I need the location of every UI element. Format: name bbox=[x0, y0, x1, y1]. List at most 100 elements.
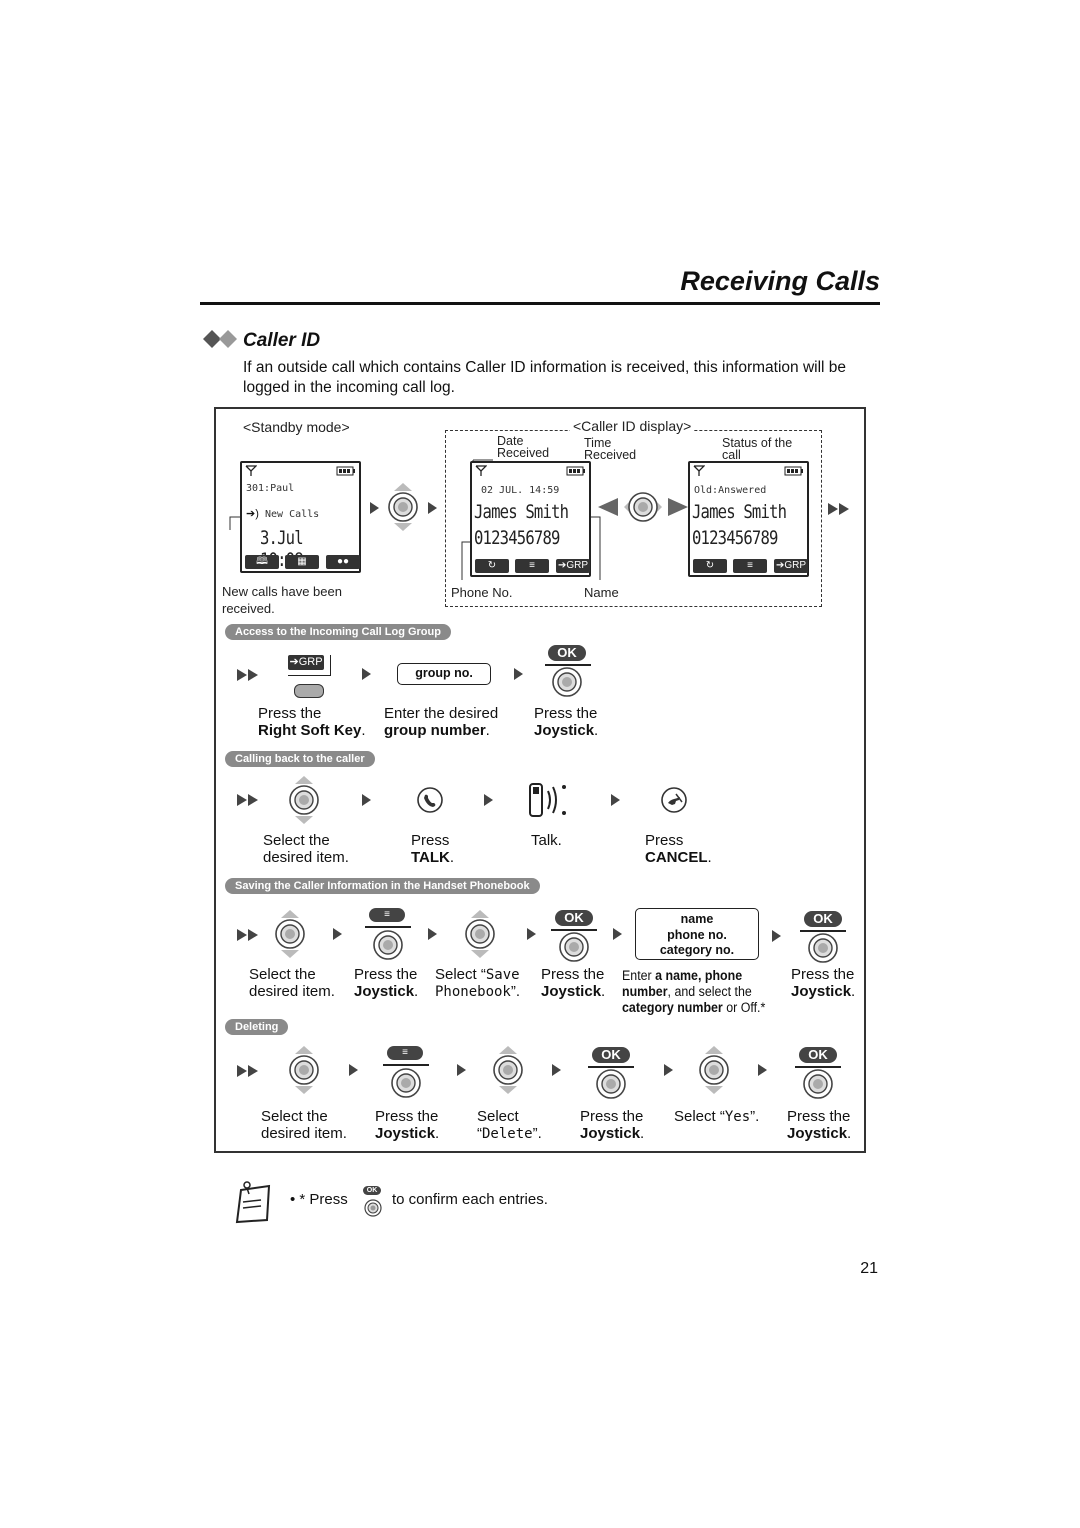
step-text: Press bbox=[645, 832, 684, 849]
standby-mode-label: <Standby mode> bbox=[243, 419, 350, 435]
page-number: 21 bbox=[860, 1260, 878, 1277]
diamond-bullets-icon bbox=[203, 330, 237, 348]
step-text: Enter bbox=[622, 968, 656, 983]
arrow-icon bbox=[362, 668, 371, 680]
standby-lcd: 301:Paul ➔) New Calls 3.Jul 10:08 🕮 ▦ ●● bbox=[240, 461, 361, 573]
arrow-icon bbox=[484, 794, 493, 806]
joystick-updown-icon bbox=[289, 776, 319, 824]
step-text: Press the bbox=[258, 705, 322, 722]
menu-underline bbox=[365, 926, 411, 928]
antenna-icon bbox=[693, 465, 705, 476]
calling-step-3: Talk. bbox=[531, 832, 562, 850]
step-tail: . bbox=[640, 1124, 645, 1142]
step-text: Select “ bbox=[674, 1108, 725, 1125]
step-tail: . bbox=[851, 982, 856, 1000]
received-label: Received bbox=[497, 446, 550, 460]
step-tail: . bbox=[485, 721, 490, 739]
new-calls-note-line2: received. bbox=[222, 601, 275, 616]
lcd-new-calls: New Calls bbox=[265, 509, 320, 520]
step-tail: . bbox=[414, 982, 419, 1000]
joystick-updown-icon bbox=[275, 910, 305, 958]
step-tail: . bbox=[707, 848, 712, 866]
callerid-display-label: <Caller ID display> bbox=[570, 418, 695, 434]
menu-underline bbox=[383, 1064, 429, 1066]
deleting-step-5: Select “Yes”. bbox=[674, 1108, 759, 1126]
grp-softkey: ➔GRP bbox=[774, 559, 808, 573]
step-code: Yes bbox=[724, 1109, 751, 1125]
ok-underline bbox=[588, 1066, 634, 1068]
time-label: Time bbox=[584, 436, 612, 450]
access-step-1: Press the Right Soft Key. bbox=[258, 705, 366, 739]
joystick-press-icon bbox=[552, 667, 582, 697]
battery-icon bbox=[336, 466, 355, 476]
step-text: Select bbox=[477, 1108, 519, 1125]
new-calls-note: New calls have been received. bbox=[222, 583, 342, 617]
step-tail: . bbox=[361, 721, 366, 739]
joystick-updown-icon bbox=[289, 1046, 319, 1094]
intro-paragraph: If an outside call which contains Caller… bbox=[243, 359, 847, 396]
menu-label-icon: ≡ bbox=[369, 908, 405, 922]
step-tail: ”. bbox=[532, 1124, 542, 1142]
arrow-icon bbox=[428, 502, 437, 514]
step-key: Joystick bbox=[534, 721, 595, 739]
menu-softkey-icon: ≡ bbox=[515, 559, 549, 573]
step-text: Press the bbox=[534, 705, 598, 722]
step-tail: ”. bbox=[510, 982, 521, 1000]
step-text: Select the bbox=[249, 966, 316, 983]
menu-softkey-icon: ≡ bbox=[733, 559, 767, 573]
step-text: desired item. bbox=[249, 982, 335, 1000]
entry-phone: phone no. bbox=[667, 927, 727, 942]
step-code: Phonebook bbox=[435, 983, 511, 1000]
step-key: Joystick bbox=[541, 982, 602, 1000]
entry-category: category no. bbox=[659, 943, 735, 957]
step-key: Joystick bbox=[354, 982, 415, 1000]
step-tail: . bbox=[594, 721, 599, 739]
double-arrow-icon bbox=[237, 1065, 258, 1077]
joystick-press-icon bbox=[373, 930, 403, 960]
arrow-icon bbox=[333, 928, 342, 940]
callerid-lcd-2: Old:Answered James Smith 0123456789 ↻ ≡ … bbox=[688, 461, 809, 577]
entry-name: name bbox=[680, 912, 714, 926]
step-text: Talk. bbox=[531, 832, 562, 849]
saving-step-1: Select the desired item. bbox=[249, 966, 335, 1000]
saving-step-2: Press the Joystick. bbox=[354, 966, 419, 1000]
status-label: Status of the bbox=[722, 436, 793, 450]
access-step-3: Press the Joystick. bbox=[534, 705, 599, 739]
grp-key-label: GRP bbox=[784, 560, 807, 571]
deleting-step-4: Press the Joystick. bbox=[580, 1108, 645, 1142]
time-received-label: Received bbox=[584, 448, 637, 462]
access-step-2: Enter the desired group number. bbox=[384, 705, 499, 739]
step-key: category number bbox=[622, 1000, 723, 1015]
step-tail: . bbox=[449, 848, 455, 866]
keypad-softkey-icon: ▦ bbox=[285, 555, 319, 569]
ok-label: OK bbox=[548, 645, 586, 661]
arrow-icon bbox=[613, 928, 622, 940]
arrow-icon bbox=[349, 1064, 358, 1076]
grp-key-label: GRP bbox=[298, 656, 323, 668]
double-arrow-icon bbox=[237, 669, 258, 681]
joystick-updown-icon bbox=[388, 483, 418, 531]
double-arrow-icon bbox=[828, 503, 849, 515]
calling-step-1: Select the desired item. bbox=[263, 832, 349, 866]
ok-label: OK bbox=[592, 1047, 630, 1063]
ok-underline bbox=[800, 930, 846, 932]
ok-label: OK bbox=[555, 910, 593, 926]
new-call-arrow-icon: ➔) bbox=[246, 508, 259, 520]
ok-underline bbox=[795, 1066, 841, 1068]
status-call-label: call bbox=[722, 448, 741, 462]
callback-softkey-icon: ↻ bbox=[693, 559, 727, 573]
step-text: Press the bbox=[354, 966, 418, 983]
step-text: Press the bbox=[580, 1108, 644, 1125]
joystick-updown-icon bbox=[493, 1046, 523, 1094]
step-text: Enter the desired bbox=[384, 705, 499, 722]
joystick-updown-icon bbox=[465, 910, 495, 958]
step-key: Right Soft Key bbox=[258, 721, 362, 739]
step-key: Joystick bbox=[580, 1124, 641, 1142]
arrow-icon bbox=[772, 930, 781, 942]
lcd-call-status: Old:Answered bbox=[694, 485, 767, 496]
joystick-press-icon bbox=[596, 1069, 626, 1099]
joystick-press-icon bbox=[808, 933, 838, 963]
antenna-icon bbox=[245, 465, 257, 476]
ok-underline bbox=[545, 664, 591, 666]
step-text: Select the bbox=[261, 1108, 328, 1125]
